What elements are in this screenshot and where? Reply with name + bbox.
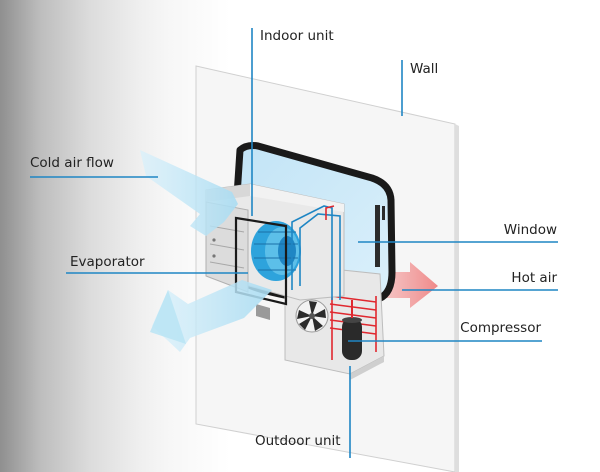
cold-air-inflow bbox=[140, 150, 238, 236]
blower-fan bbox=[251, 221, 301, 281]
outdoor-fan bbox=[295, 299, 329, 333]
refrigerant-pipes bbox=[291, 205, 341, 300]
wall-edge bbox=[455, 124, 459, 472]
label-wall: Wall bbox=[410, 61, 438, 77]
label-indoor-unit: Indoor unit bbox=[260, 28, 334, 44]
window-latch bbox=[375, 205, 380, 267]
label-outdoor-unit: Outdoor unit bbox=[255, 433, 341, 449]
label-window: Window bbox=[504, 222, 557, 238]
evaporator-coil bbox=[234, 216, 288, 306]
leader-lines bbox=[30, 28, 558, 458]
cold-air-arrowhead bbox=[150, 290, 186, 344]
label-compressor: Compressor bbox=[460, 320, 541, 336]
label-cold-air-flow: Cold air flow bbox=[30, 155, 114, 171]
label-hot-air: Hot air bbox=[511, 270, 557, 286]
window-hinge bbox=[382, 206, 385, 220]
compressor bbox=[342, 300, 362, 360]
label-evaporator: Evaporator bbox=[70, 254, 145, 270]
